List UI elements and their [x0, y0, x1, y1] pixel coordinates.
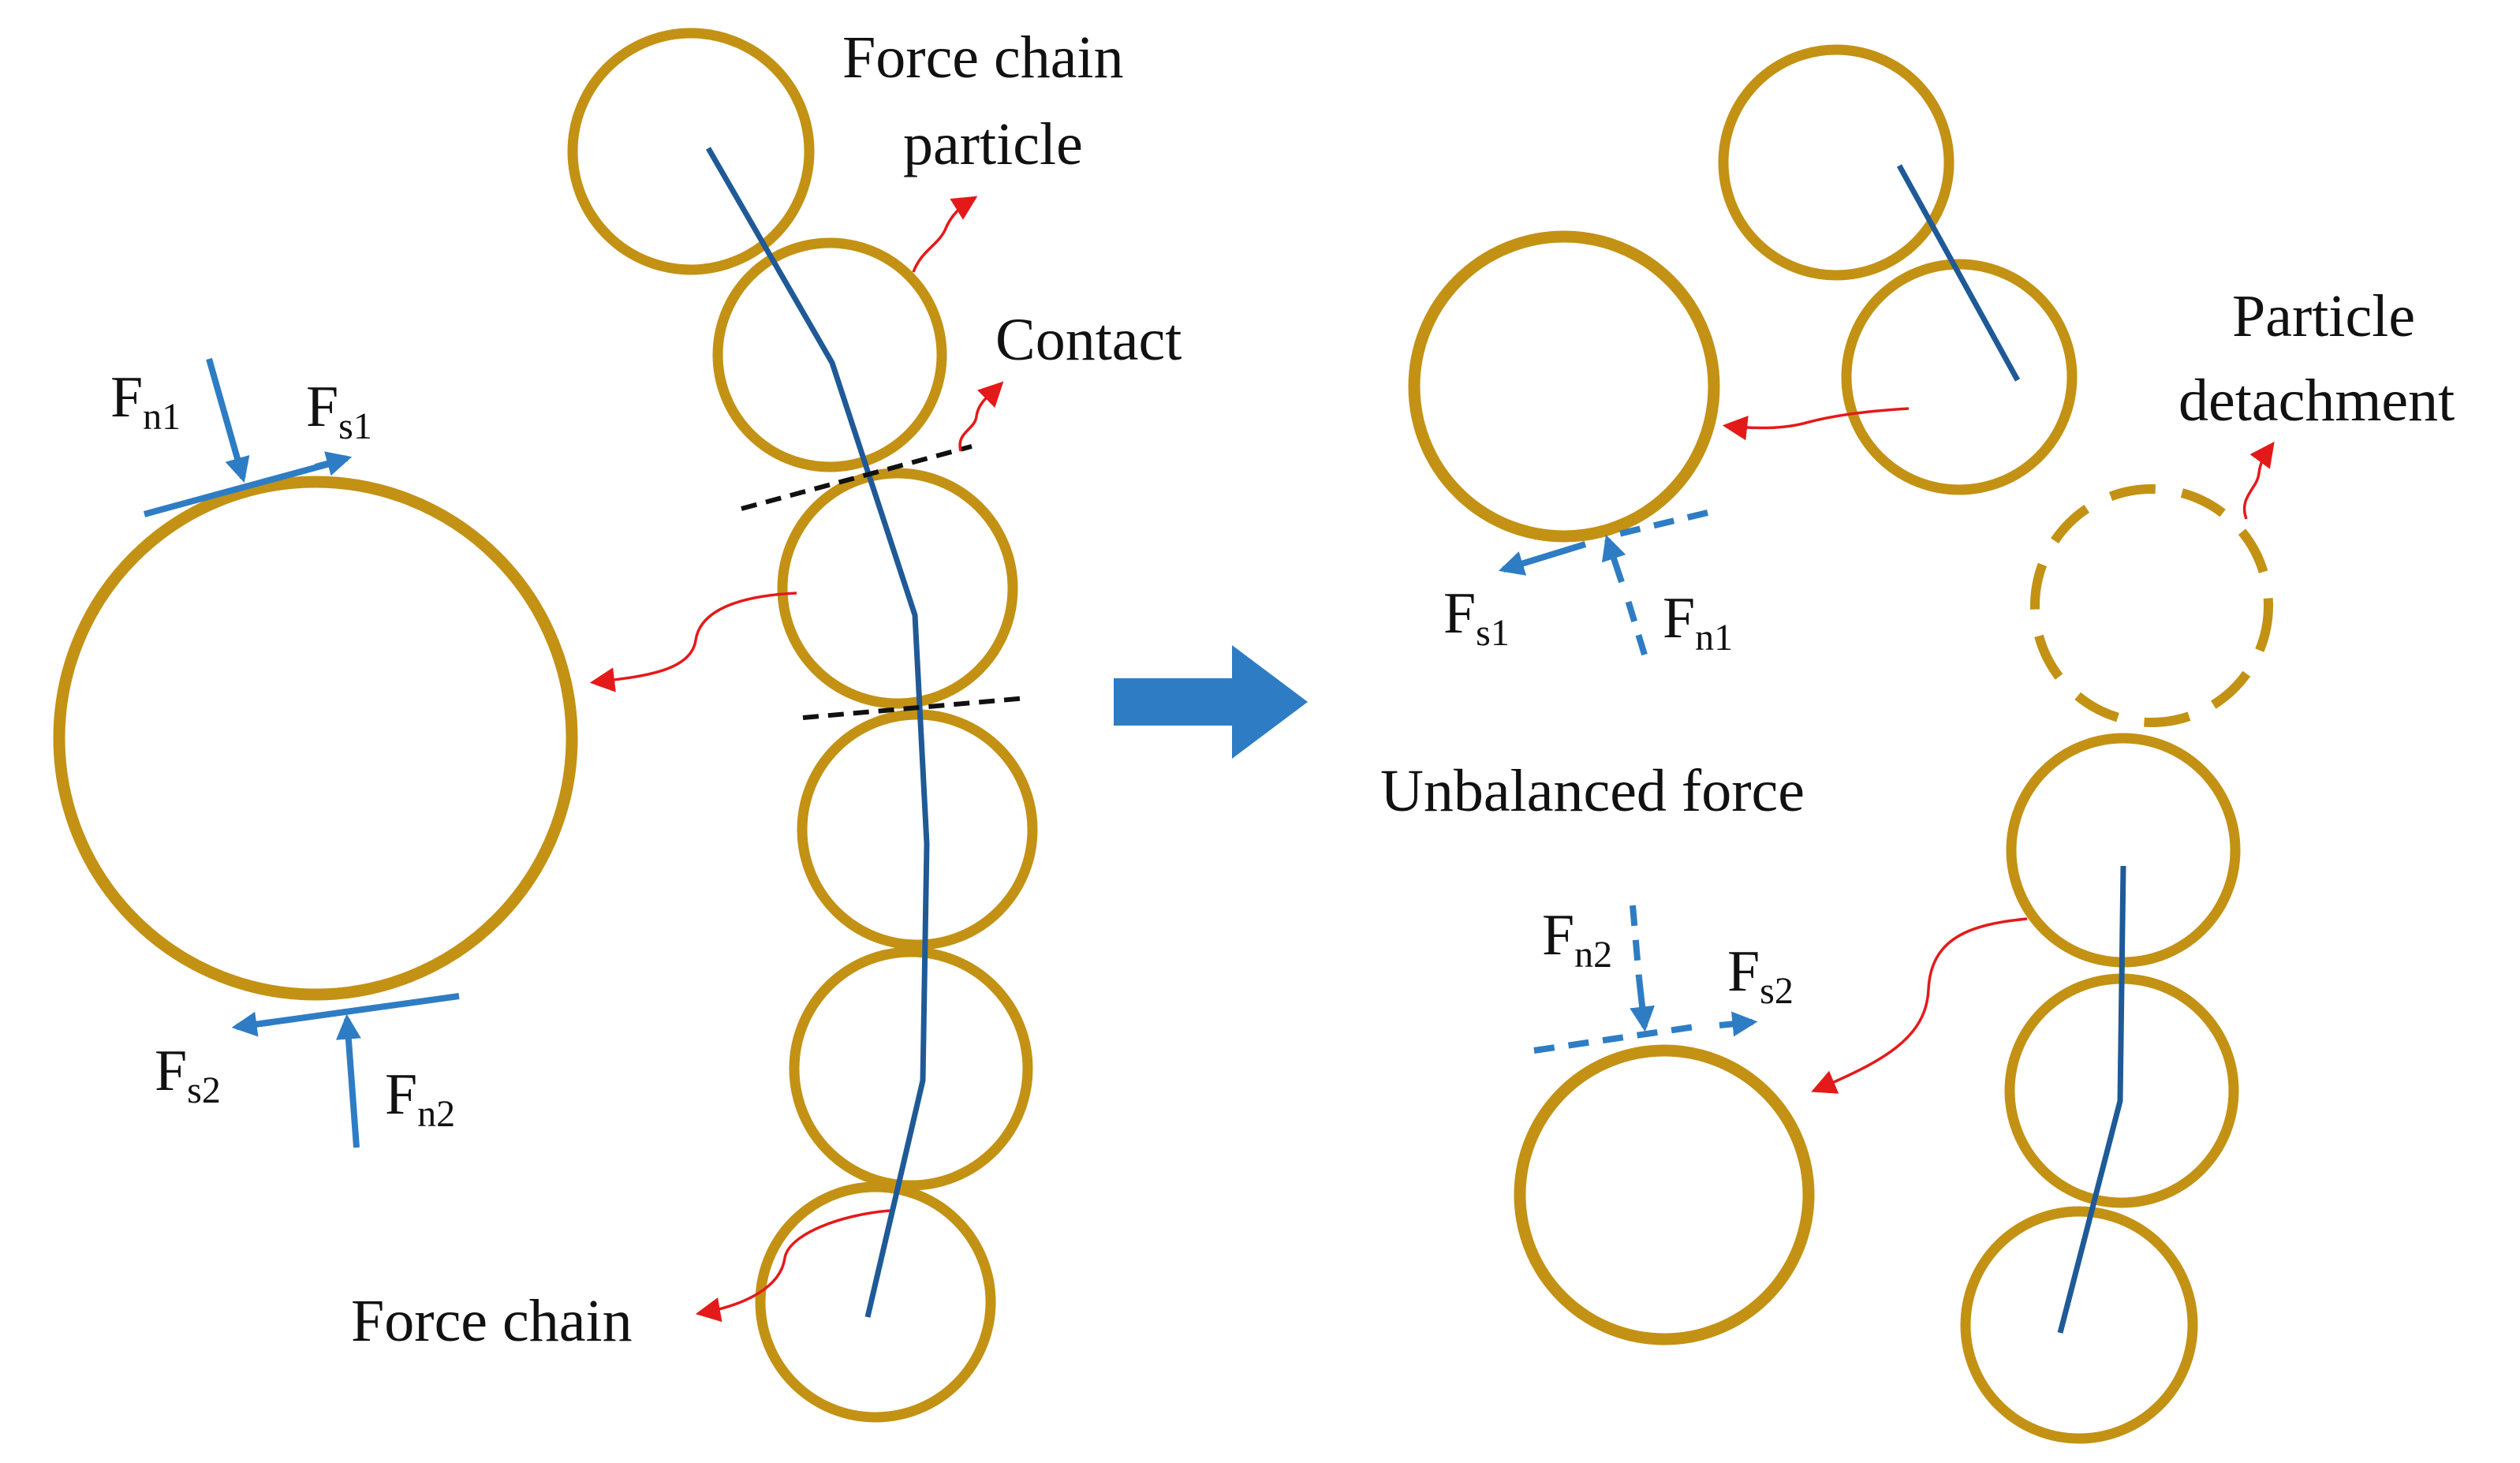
fn1-arrow-right-head [1601, 534, 1626, 584]
callout-unbalanced-bottom [1811, 917, 2028, 1094]
lower-particle-3 [1960, 1206, 2198, 1444]
right-upper-chain-group [1718, 44, 2273, 727]
fn2-arrow-right-tail [1630, 905, 1642, 979]
fn2-arrow-right-head [1630, 977, 1656, 1032]
right-lower-chain-group [1960, 733, 2241, 1444]
callout-unbalanced-top [1722, 407, 1910, 441]
contact-line-upper [741, 444, 973, 511]
fn1-label-left: Fn1 [110, 365, 181, 438]
fs2-label-left: Fs2 [155, 1039, 221, 1111]
detached-particle [2030, 484, 2273, 727]
force-chain-particle-label-line2: particle [903, 111, 1083, 177]
right-unbalanced-top-group: Fs1 Fn1 [1408, 230, 1733, 659]
unbalanced-force-label: Unbalanced force [1380, 758, 1805, 824]
fs1-arrow-right [1498, 541, 1587, 576]
callout-contact [958, 381, 1004, 452]
fs1-label-right: Fs1 [1443, 581, 1510, 654]
force-chain-line [705, 147, 930, 1318]
fn1-arrow-left [206, 357, 250, 483]
callout-force-chain [695, 1209, 890, 1323]
callout-force-chain-particle [912, 196, 978, 273]
tangent-line-top [143, 461, 331, 517]
lower-chain-line [2057, 865, 2126, 1334]
fn2-label-right: Fn2 [1542, 903, 1612, 976]
fn1-label-right: Fn1 [1663, 586, 1733, 659]
left-enlarged-particle-group: Fn1 Fs1 Fs2 Fn2 [53, 357, 578, 1148]
callout-particle-detachment [2243, 441, 2275, 520]
particle-detachment-label-line2: detachment [2178, 368, 2455, 434]
unbalanced-particle-top [1408, 230, 1720, 543]
chain-particle-2 [712, 237, 947, 472]
tangent-line-top-right [1608, 509, 1708, 539]
chain-particle-4 [797, 709, 1038, 950]
chain-particle-5 [789, 946, 1033, 1191]
upper-particle-1 [1718, 44, 1954, 281]
fs1-arrow-left [314, 451, 353, 476]
fs2-arrow-left [231, 1011, 273, 1037]
enlarged-particle-left [53, 476, 578, 1001]
contact-line-lower [802, 696, 1028, 720]
upper-chain-segment [1896, 164, 2021, 382]
chain-particle-3 [777, 468, 1018, 709]
fn2-arrow-left [335, 1013, 361, 1148]
transition-arrow-shape [1114, 645, 1308, 759]
left-callouts: Force chain particle Contact Force chain [351, 24, 1182, 1354]
upper-particle-2 [1841, 259, 2078, 495]
particle-detachment-label-line1: Particle [2232, 283, 2415, 349]
tangent-line-bottom-right [1533, 1024, 1695, 1054]
fn1-arrow-right-tail [1622, 588, 1648, 656]
fs2-label-right: Fs2 [1727, 939, 1794, 1012]
transition-arrow [1114, 645, 1308, 759]
chain-particle-1 [567, 28, 815, 275]
force-chain-label: Force chain [351, 1288, 633, 1354]
tangent-line-bottom [259, 993, 460, 1027]
callout-enlarged-particle [589, 592, 797, 692]
contact-label: Contact [995, 307, 1182, 373]
fs1-label-left: Fs1 [306, 375, 372, 447]
fn2-label-left: Fn2 [385, 1062, 455, 1135]
chain-particle-6 [755, 1181, 996, 1423]
right-unbalanced-bottom-group: Fn2 Fs2 [1514, 903, 1815, 1345]
force-chain-particle-label-line1: Force chain [842, 24, 1124, 91]
right-callouts: Particle detachment Unbalanced force [1380, 283, 2455, 1094]
fs2-arrow-right [1719, 1011, 1758, 1037]
left-force-chain-group [567, 28, 1038, 1423]
unbalanced-particle-bottom [1514, 1044, 1815, 1345]
